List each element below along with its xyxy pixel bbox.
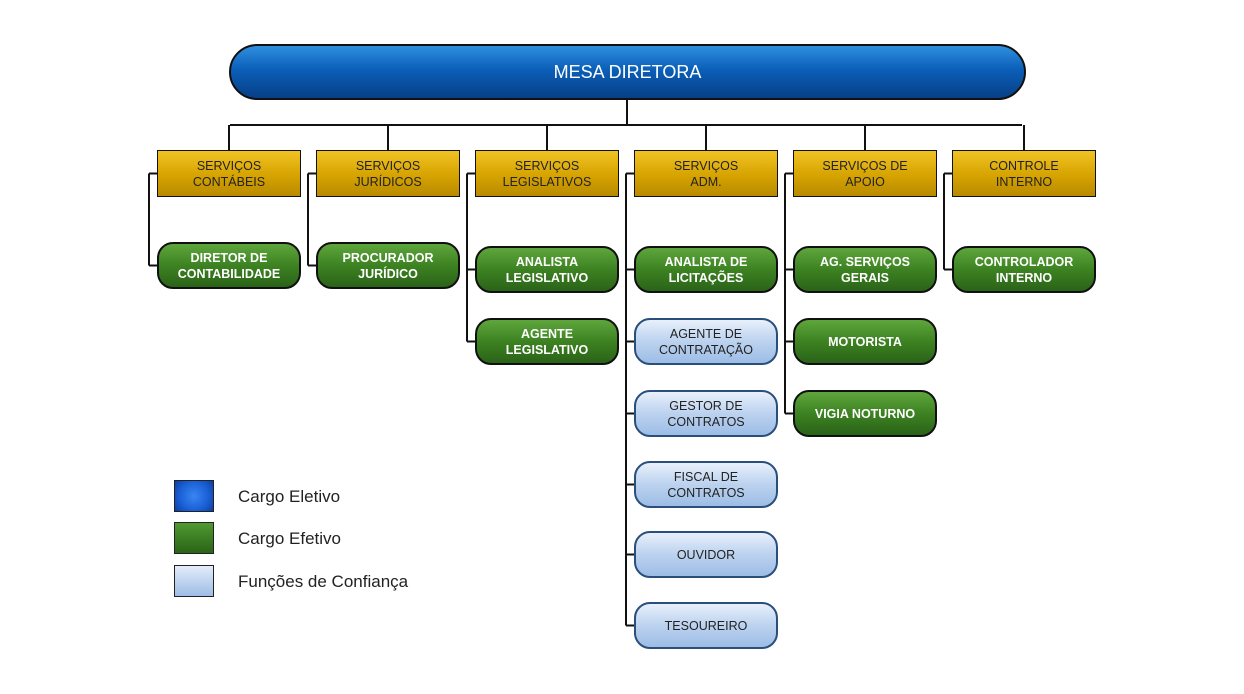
dept-box-servicos-juridicos[interactable]: SERVIÇOS JURÍDICOS xyxy=(316,150,460,197)
role-label: TESOUREIRO xyxy=(664,618,748,633)
dept-label: SERVIÇOS JURÍDICOS xyxy=(354,158,422,189)
dept-label: CONTROLE INTERNO xyxy=(989,158,1059,189)
dept-box-servicos-de-apoio[interactable]: SERVIÇOS DE APOIO xyxy=(793,150,937,197)
role-box-agente-de-contratacao[interactable]: AGENTE DE CONTRATAÇÃO xyxy=(634,318,778,365)
role-box-agente-legislativo[interactable]: AGENTE LEGISLATIVO xyxy=(475,318,619,365)
legend-label-eletivo: Cargo Eletivo xyxy=(238,487,341,506)
role-label: AG. SERVIÇOS GERAIS xyxy=(819,254,911,285)
mesa-diretora-label: MESA DIRETORA xyxy=(553,62,702,82)
legend-swatch-confianca xyxy=(174,565,214,597)
role-box-motorista[interactable]: MOTORISTA xyxy=(793,318,937,365)
role-box-diretor-de-contabilidade[interactable]: DIRETOR DE CONTABILIDADE xyxy=(157,242,301,289)
legend-swatch-efetivo xyxy=(174,522,214,554)
role-label: CONTROLADOR INTERNO xyxy=(974,254,1074,285)
dept-label: SERVIÇOS ADM. xyxy=(673,158,739,189)
role-box-ouvidor[interactable]: OUVIDOR xyxy=(634,531,778,578)
role-label: GESTOR DE CONTRATOS xyxy=(667,398,745,429)
role-box-tesoureiro[interactable]: TESOUREIRO xyxy=(634,602,778,649)
role-box-procurador-juridico[interactable]: PROCURADOR JURÍDICO xyxy=(316,242,460,289)
role-label: AGENTE DE CONTRATAÇÃO xyxy=(659,326,753,357)
dept-label: SERVIÇOS LEGISLATIVOS xyxy=(502,158,592,189)
role-label: VIGIA NOTURNO xyxy=(814,406,916,421)
dept-label: SERVIÇOS CONTÁBEIS xyxy=(192,158,266,189)
role-label: DIRETOR DE CONTABILIDADE xyxy=(177,250,281,281)
dept-box-servicos-legislativos[interactable]: SERVIÇOS LEGISLATIVOS xyxy=(475,150,619,197)
role-box-controlador-interno[interactable]: CONTROLADOR INTERNO xyxy=(952,246,1096,293)
role-box-ag-servicos-gerais[interactable]: AG. SERVIÇOS GERAIS xyxy=(793,246,937,293)
role-label: AGENTE LEGISLATIVO xyxy=(505,326,589,357)
legend-label-confianca: Funções de Confiança xyxy=(238,572,409,591)
role-box-vigia-noturno[interactable]: VIGIA NOTURNO xyxy=(793,390,937,437)
role-box-fiscal-de-contratos[interactable]: FISCAL DE CONTRATOS xyxy=(634,461,778,508)
mesa-diretora-box[interactable]: MESA DIRETORA xyxy=(229,44,1026,100)
role-label: PROCURADOR JURÍDICO xyxy=(342,250,434,281)
legend-label-efetivo: Cargo Efetivo xyxy=(238,529,341,548)
role-label: ANALISTA LEGISLATIVO xyxy=(505,254,589,285)
role-label: MOTORISTA xyxy=(828,334,902,349)
dept-box-servicos-adm[interactable]: SERVIÇOS ADM. xyxy=(634,150,778,197)
role-label: FISCAL DE CONTRATOS xyxy=(667,469,745,500)
dept-label: SERVIÇOS DE APOIO xyxy=(822,158,908,189)
dept-box-controle-interno[interactable]: CONTROLE INTERNO xyxy=(952,150,1096,197)
legend-swatch-eletivo xyxy=(174,480,214,512)
role-label: OUVIDOR xyxy=(676,547,736,562)
role-box-gestor-de-contratos[interactable]: GESTOR DE CONTRATOS xyxy=(634,390,778,437)
dept-box-servicos-contabeis[interactable]: SERVIÇOS CONTÁBEIS xyxy=(157,150,301,197)
role-box-analista-de-licitacoes[interactable]: ANALISTA DE LICITAÇÕES xyxy=(634,246,778,293)
role-label: ANALISTA DE LICITAÇÕES xyxy=(664,254,748,285)
role-box-analista-legislativo[interactable]: ANALISTA LEGISLATIVO xyxy=(475,246,619,293)
